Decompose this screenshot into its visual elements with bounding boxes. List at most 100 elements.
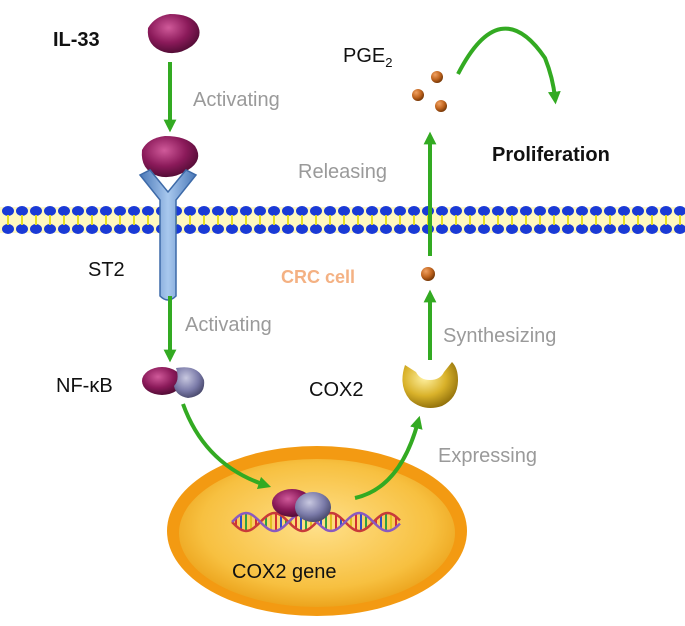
il33-bound-ligand-icon [141, 136, 199, 178]
lipid-head [86, 206, 98, 216]
lipid-head [128, 224, 140, 234]
lipid-head [296, 206, 308, 216]
lipid-head [142, 206, 154, 216]
st2-receptor-icon [138, 169, 198, 301]
lipid-head [394, 224, 406, 234]
lipid-head [618, 206, 630, 216]
nfkb-complex-icon [142, 367, 205, 398]
lipid-head [30, 224, 42, 234]
lipid-head [464, 206, 476, 216]
pge2-label: PGE2 [343, 45, 392, 70]
lipid-head [604, 224, 616, 234]
lipid-head [576, 206, 588, 216]
lipid-head [576, 224, 588, 234]
lipid-head [660, 206, 672, 216]
lipid-head [520, 206, 532, 216]
arrow-nfkb-to-gene [181, 403, 272, 490]
lipid-head [268, 206, 280, 216]
lipid-head [282, 206, 294, 216]
lipid-head [86, 224, 98, 234]
lipid-head [478, 224, 490, 234]
lipid-head [16, 224, 28, 234]
lipid-head [2, 206, 14, 216]
lipid-head [352, 224, 364, 234]
lipid-head [30, 206, 42, 216]
lipid-head [562, 206, 574, 216]
lipid-head [590, 206, 602, 216]
lipid-head [674, 224, 685, 234]
crc-cell-label: CRC cell [281, 267, 355, 287]
lipid-head [282, 224, 294, 234]
lipid-head [492, 224, 504, 234]
il33-ligand-icon [147, 14, 200, 54]
lipid-head [464, 224, 476, 234]
lipid-head [492, 206, 504, 216]
lipid-head [562, 224, 574, 234]
lipid-head [338, 224, 350, 234]
lipid-head [520, 224, 532, 234]
cox2-enzyme-icon [402, 362, 458, 408]
lipid-head [408, 206, 420, 216]
lipid-head [58, 224, 70, 234]
lipid-head [212, 206, 224, 216]
lipid-head [506, 224, 518, 234]
lipid-head [212, 224, 224, 234]
pge2-label-base: PGE [343, 45, 385, 67]
lipid-head [380, 224, 392, 234]
lipid-head [590, 224, 602, 234]
pge2-dot [412, 89, 424, 101]
lipid-head [72, 224, 84, 234]
lipid-head [646, 206, 658, 216]
releasing-label: Releasing [298, 161, 387, 183]
lipid-head [254, 206, 266, 216]
lipid-head [16, 206, 28, 216]
lipid-head [660, 224, 672, 234]
lipid-head [394, 206, 406, 216]
nfkb-dna-complex [272, 489, 331, 522]
proliferation-label: Proliferation [492, 144, 610, 166]
lipid-head [240, 224, 252, 234]
lipid-head [366, 206, 378, 216]
lipid-head [338, 206, 350, 216]
lipid-head [366, 224, 378, 234]
lipid-head [58, 206, 70, 216]
nucleus [167, 446, 467, 616]
lipid-head [380, 206, 392, 216]
lipid-head [72, 206, 84, 216]
activating-label-2: Activating [185, 314, 272, 336]
lipid-head [478, 206, 490, 216]
pge2-dot [431, 71, 443, 83]
lipid-head [100, 206, 112, 216]
synthesizing-label: Synthesizing [443, 325, 556, 347]
expressing-label: Expressing [438, 445, 537, 467]
pge2-molecules [412, 71, 447, 281]
lipid-head [184, 224, 196, 234]
pge2-dot [435, 100, 447, 112]
cox2-gene-label: COX2 gene [232, 561, 337, 583]
lipid-head [100, 224, 112, 234]
arrows [163, 26, 561, 500]
lipid-head [534, 224, 546, 234]
lipid-head [114, 206, 126, 216]
lipid-head [674, 206, 685, 216]
lipid-head [352, 206, 364, 216]
lipid-head [310, 206, 322, 216]
lipid-head [310, 224, 322, 234]
arrow-pge-to-proliferation [456, 26, 561, 105]
lipid-head [618, 224, 630, 234]
activating-label-1: Activating [193, 89, 280, 111]
lipid-head [534, 206, 546, 216]
lipid-head [632, 206, 644, 216]
lipid-head [142, 224, 154, 234]
cell-membrane [0, 206, 685, 234]
lipid-head [450, 206, 462, 216]
arrow-gene-to-cox2 [354, 415, 423, 500]
pge2-label-subscript: 2 [385, 55, 392, 70]
lipid-head [198, 206, 210, 216]
lipid-head [2, 224, 14, 234]
lipid-head [408, 224, 420, 234]
lipid-head [324, 224, 336, 234]
lipid-head [226, 224, 238, 234]
lipid-head [226, 206, 238, 216]
